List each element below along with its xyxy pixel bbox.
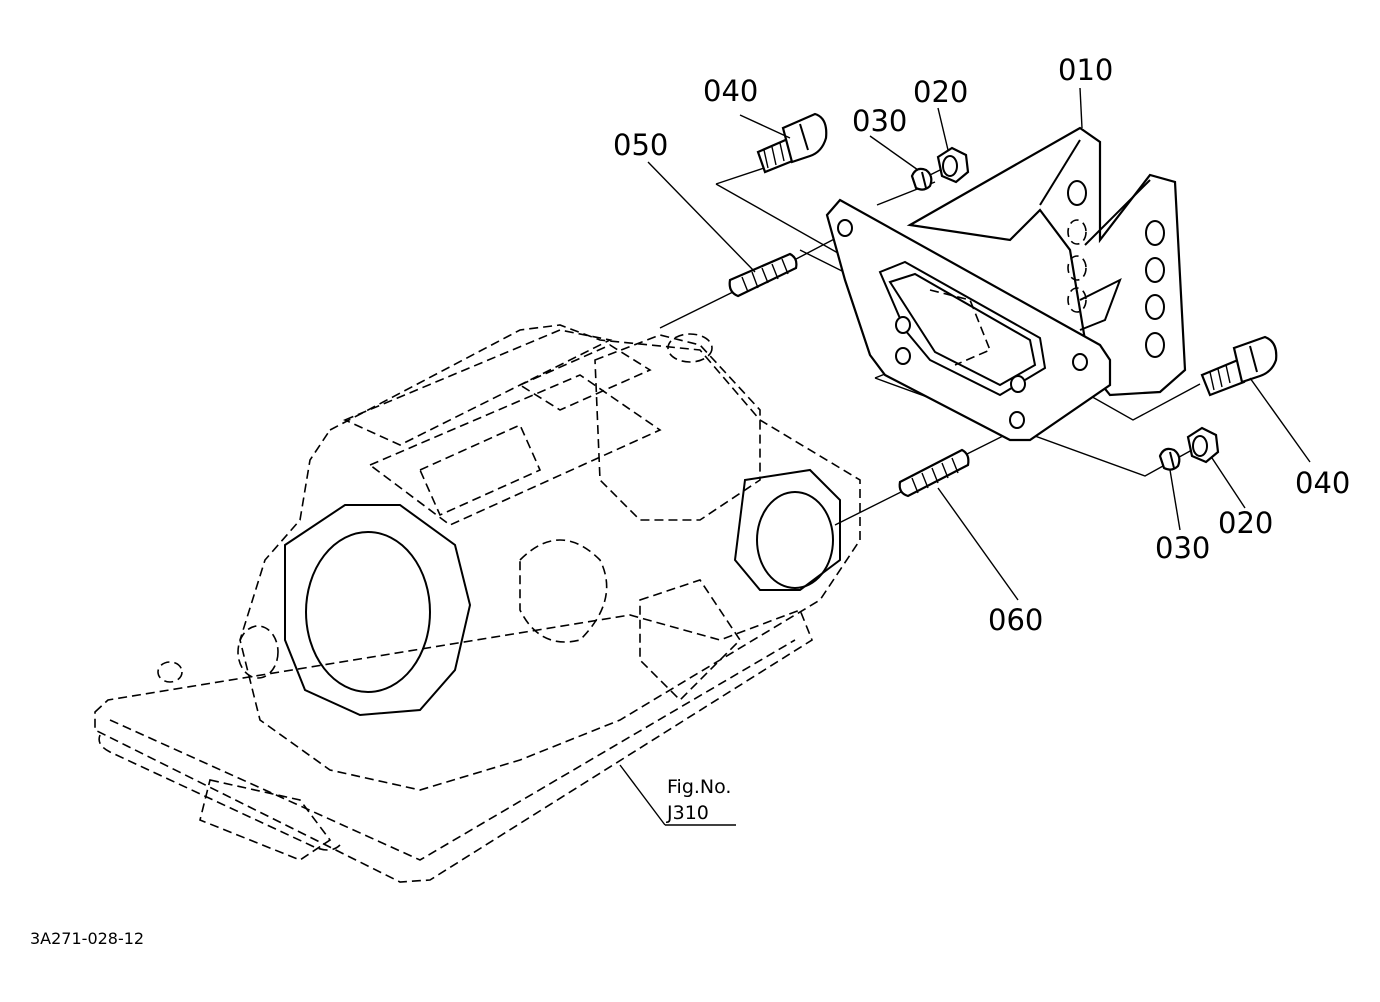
bracket-part-010 [825, 126, 1187, 442]
right-port-bore [756, 491, 834, 589]
callout-010: 010 [1058, 53, 1113, 87]
washer-nut-top [910, 146, 970, 191]
lock-washer-030-top [910, 167, 933, 191]
bolt-part-040-right [1200, 335, 1278, 397]
callout-030-right: 030 [1155, 531, 1210, 565]
stud-part-050 [728, 252, 798, 298]
callout-020-top: 020 [913, 75, 968, 109]
figure-ref-line1: Fig.No. [667, 776, 731, 798]
callout-040-top: 040 [703, 74, 758, 108]
lock-washer-030-right [1158, 447, 1181, 471]
callout-060: 060 [988, 603, 1043, 637]
leader-lines [619, 87, 1311, 826]
transmission-housing [94, 324, 861, 883]
stud-part-060 [898, 448, 970, 498]
callout-030-top: 030 [852, 104, 907, 138]
figure-ref-line2: J310 [666, 802, 709, 824]
washer-nut-right [1158, 426, 1220, 471]
bolt-part-040-top [756, 112, 828, 174]
drawing-code: 3A271-028-12 [30, 929, 144, 948]
figure-reference: Fig.No. J310 [666, 776, 731, 824]
callout-040-right: 040 [1295, 466, 1350, 500]
left-port-bore [305, 531, 431, 693]
callout-050: 050 [613, 128, 668, 162]
callout-labels: 010 020 030 040 050 040 020 030 060 [613, 53, 1350, 637]
callout-020-right: 020 [1218, 506, 1273, 540]
